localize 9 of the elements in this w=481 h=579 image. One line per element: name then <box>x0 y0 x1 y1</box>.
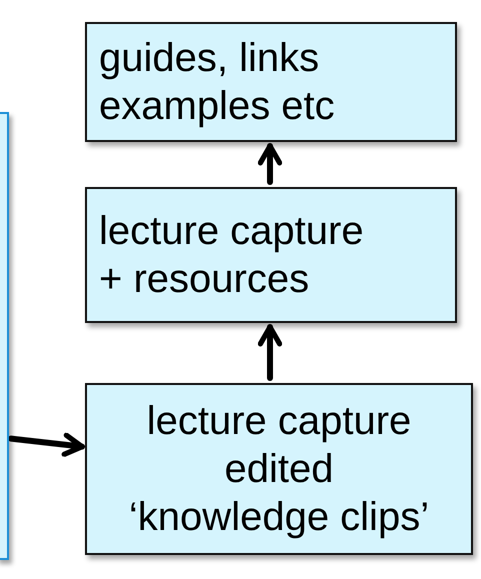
process-box <box>85 187 457 323</box>
process-box <box>85 22 457 142</box>
arrow <box>258 324 282 381</box>
arrow <box>258 143 282 185</box>
box-label: lecture capture + resources <box>99 208 365 303</box>
box-label: lecture capture edited ‘knowledge clips’ <box>128 398 430 541</box>
arrow <box>8 432 85 457</box>
process-box <box>85 383 473 555</box>
box-label: guides, links examples etc <box>99 35 336 130</box>
